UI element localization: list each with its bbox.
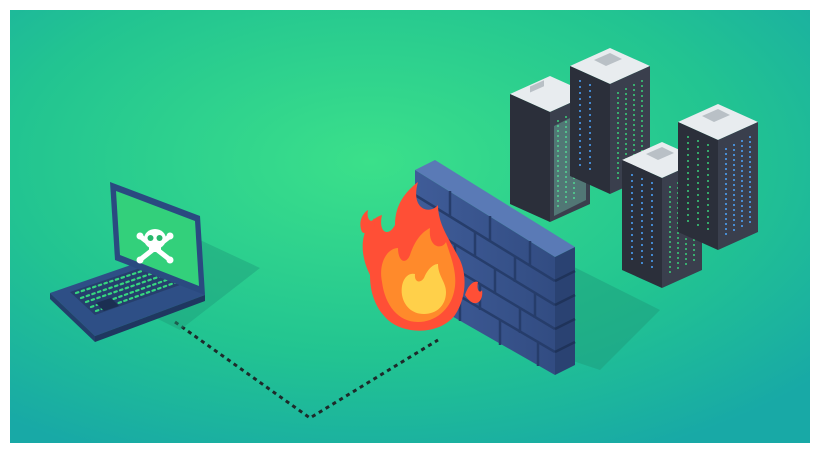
skull-crossbones-icon — [136, 229, 174, 264]
flame-icon — [360, 182, 483, 331]
keyboard-keys — [70, 263, 180, 315]
scene-svg — [10, 10, 810, 443]
firewall-icon — [414, 160, 576, 375]
server-rack-icon — [510, 48, 758, 288]
server-rack-4 — [678, 104, 758, 250]
laptop-icon — [50, 182, 260, 342]
connection-line — [174, 320, 439, 420]
firewall-illustration — [10, 10, 810, 443]
